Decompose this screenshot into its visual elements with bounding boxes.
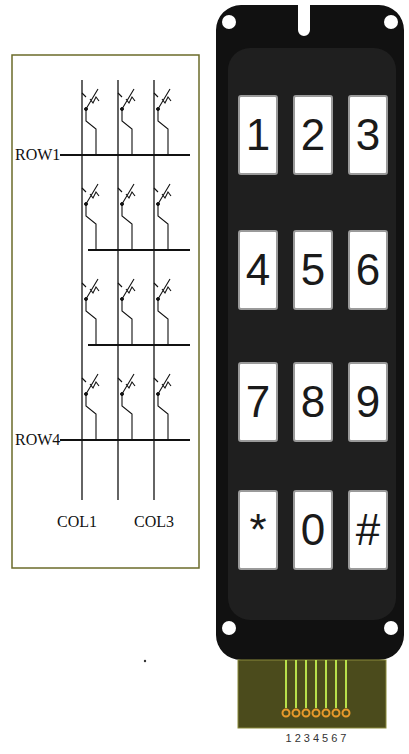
column-wire <box>117 80 118 500</box>
switch-contact <box>85 298 88 301</box>
pin-trace <box>335 660 337 708</box>
switch-symbol <box>82 184 99 250</box>
pin-pad <box>283 710 290 717</box>
switch-symbol <box>154 89 171 155</box>
pin-trace <box>305 660 307 708</box>
column-label: COL3 <box>134 514 174 530</box>
switch-contact <box>157 203 160 206</box>
switch-contact <box>121 298 124 301</box>
key-legend: 6 <box>356 248 380 292</box>
pin-pad <box>343 710 350 717</box>
keypad-key: * <box>238 490 278 570</box>
pin-pad <box>303 710 310 717</box>
switch-contact <box>85 108 88 111</box>
keypad-key: 2 <box>293 95 333 175</box>
row-label: ROW4 <box>15 432 60 448</box>
key-legend: 2 <box>301 113 325 157</box>
keypad-key: 7 <box>238 362 278 442</box>
pin-pad <box>293 710 300 717</box>
key-legend: 7 <box>246 380 270 424</box>
ribbon-connector <box>238 660 386 728</box>
pin-pad <box>313 710 320 717</box>
keypad-key: 6 <box>348 230 388 310</box>
switch-symbol <box>118 184 135 250</box>
mount-hole <box>384 621 398 635</box>
switch-symbol <box>82 374 99 440</box>
connector-traces <box>283 660 350 717</box>
mount-hole <box>222 621 236 635</box>
column-wire <box>153 80 154 500</box>
switch-symbol <box>82 89 99 155</box>
pin-trace <box>325 660 327 708</box>
switch-contact <box>121 393 124 396</box>
switch-contact <box>85 393 88 396</box>
row-wire <box>60 439 190 441</box>
keypad-key: 3 <box>348 95 388 175</box>
keypad-key: 5 <box>293 230 333 310</box>
row-wire <box>88 249 190 251</box>
mount-hole <box>222 15 236 29</box>
switch-contact <box>121 203 124 206</box>
dot <box>144 660 146 662</box>
keypad-key: 8 <box>293 362 333 442</box>
mount-hole <box>384 15 398 29</box>
keypad-key: 0 <box>293 490 333 570</box>
key-legend: 1 <box>246 113 270 157</box>
switch-symbol <box>154 279 171 345</box>
switch-contact <box>85 203 88 206</box>
row-label: ROW1 <box>15 147 60 163</box>
row-wire <box>60 154 190 156</box>
pin-trace <box>345 660 347 708</box>
keypad-key: 1 <box>238 95 278 175</box>
pin-pad <box>323 710 330 717</box>
row-wire <box>88 344 190 346</box>
key-legend: 5 <box>301 248 325 292</box>
switch-matrix <box>60 80 190 500</box>
keypad-key: 9 <box>348 362 388 442</box>
key-legend: 4 <box>246 248 270 292</box>
key-legend: # <box>356 508 380 552</box>
switch-symbol <box>154 374 171 440</box>
pin-numbers: 1234567 <box>286 733 350 744</box>
key-legend: * <box>249 508 266 552</box>
switch-symbol <box>82 279 99 345</box>
pin-pad <box>333 710 340 717</box>
key-legend: 9 <box>356 380 380 424</box>
switch-contact <box>157 108 160 111</box>
switch-symbol <box>154 184 171 250</box>
key-legend: 3 <box>356 113 380 157</box>
schematic-frame <box>12 55 199 568</box>
switch-contact <box>121 108 124 111</box>
pin-trace <box>295 660 297 708</box>
switch-symbol <box>118 374 135 440</box>
switch-symbol <box>118 279 135 345</box>
pin-trace <box>315 660 317 708</box>
keypad-key: # <box>348 490 388 570</box>
switch-symbol <box>118 89 135 155</box>
keypad-key: 4 <box>238 230 278 310</box>
key-legend: 0 <box>301 508 325 552</box>
keypad-panel <box>228 48 396 620</box>
switch-contact <box>157 393 160 396</box>
switch-contact <box>157 298 160 301</box>
pin-trace <box>285 660 287 708</box>
column-label: COL1 <box>57 514 97 530</box>
key-legend: 8 <box>301 380 325 424</box>
keypad-body <box>216 5 404 660</box>
column-wire <box>81 80 82 500</box>
